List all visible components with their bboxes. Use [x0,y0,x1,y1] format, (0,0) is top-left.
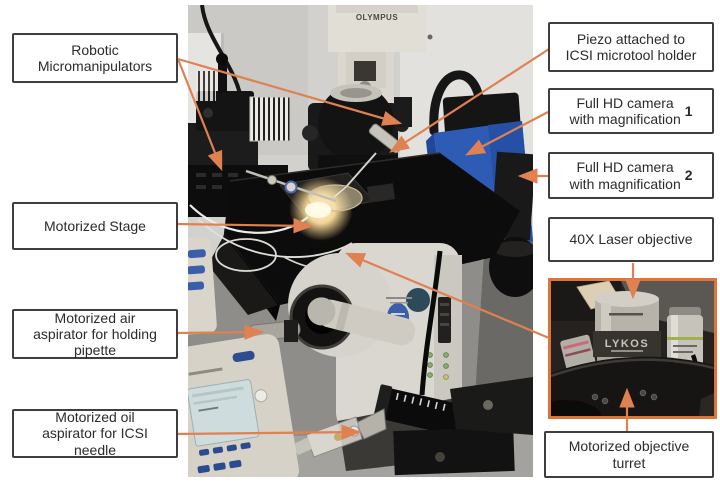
label-full-hd-camera-2: Full HD camera with magnification 2 [548,152,714,199]
label-objective-text: 40X Laser objective [569,231,693,248]
label-cam2-text: Full HD camera with magnification [569,159,681,192]
label-piezo-text: Piezo attached to ICSI microtool holder [565,30,697,63]
icsi-microtool-holder [394,97,412,127]
label-piezo: Piezo attached to ICSI microtool holder [548,22,714,72]
setup-photo-graphic: OLYMPUS [155,4,541,490]
lykos-brand-text: LYKOS [605,338,649,350]
label-oil-aspirator: Motorized oil aspirator for ICSI needle [12,409,178,458]
joystick [216,53,228,65]
barcode-sticker [249,96,291,142]
label-air-aspirator: Motorized air aspirator for holding pipe… [12,309,178,359]
label-robotic-micromanipulators: Robotic Micromanipulators [12,33,178,83]
transferman-controller [162,334,299,490]
label-turret-text: Motorized objective turret [568,438,690,471]
label-cam1-text: Full HD camera with magnification [569,94,681,127]
label-full-hd-camera-1: Full HD camera with magnification 1 [548,88,714,134]
label-oil-text: Motorized oil aspirator for ICSI needle [42,409,148,458]
label-motorized-stage: Motorized Stage [12,202,178,250]
turret-inset-photo: LYKOS [529,278,717,432]
setup-photo: OLYMPUS [155,4,541,490]
controller-screen [186,379,260,447]
label-motorized-turret: Motorized objective turret [544,431,714,478]
label-robotic-text: Robotic Micromanipulators [37,41,153,74]
label-cam2-number: 2 [684,167,693,184]
olympus-logo-text: OLYMPUS [356,13,398,22]
barcode-sticker-small [196,71,216,101]
objective-turret-arc [551,356,714,416]
label-40x-laser-objective: 40X Laser objective [548,217,714,262]
label-cam1-number: 1 [684,102,693,119]
turret-inset-graphic: LYKOS [529,280,715,432]
label-stage-text: Motorized Stage [44,217,146,234]
label-air-text: Motorized air aspirator for holding pipe… [33,309,157,359]
turret-screw [591,393,599,401]
